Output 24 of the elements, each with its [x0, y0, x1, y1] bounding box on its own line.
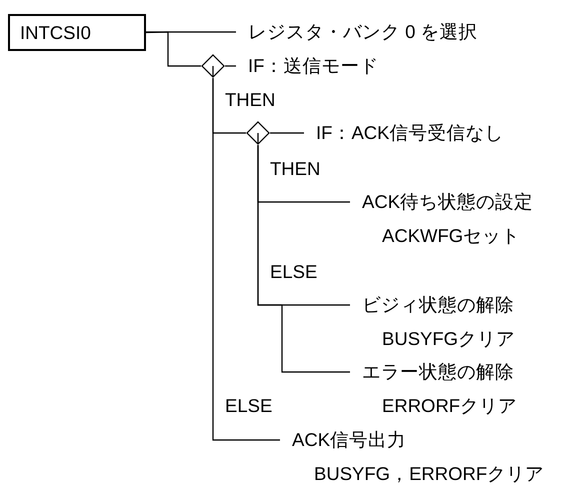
step-detail-text: ACKWFGセット	[382, 224, 522, 248]
branch-label: THEN	[225, 90, 276, 110]
step-detail-text: BUSYFGクリア	[382, 327, 516, 351]
connector-line	[269, 132, 304, 134]
connector-line	[145, 31, 236, 34]
step-text: IF：ACK信号受信なし	[316, 121, 504, 145]
step-text: ACK待ち状態の設定	[362, 190, 534, 214]
decision-diamond	[201, 54, 225, 78]
branch-label: THEN	[270, 159, 320, 179]
step-text: エラー状態の解除	[362, 360, 515, 384]
step-text: ACK信号出力	[292, 428, 408, 452]
connector-line	[212, 78, 280, 441]
branch-label: ELSE	[270, 262, 318, 282]
process-box: INTCSI0	[8, 14, 146, 51]
step-text: ビジィ状態の解除	[362, 293, 515, 317]
connector-line	[146, 31, 201, 67]
connector-line	[224, 65, 236, 67]
decision-diamond	[246, 121, 270, 145]
connector-line	[257, 145, 350, 373]
step-detail-text: ERRORFクリア	[382, 394, 518, 418]
branch-label: ELSE	[225, 396, 272, 416]
step-text: レジスタ・バンク 0 を選択	[248, 20, 478, 44]
step-text: IF：送信モード	[248, 54, 378, 78]
step-detail-text: BUSYFG，ERRORFクリア	[314, 462, 544, 485]
